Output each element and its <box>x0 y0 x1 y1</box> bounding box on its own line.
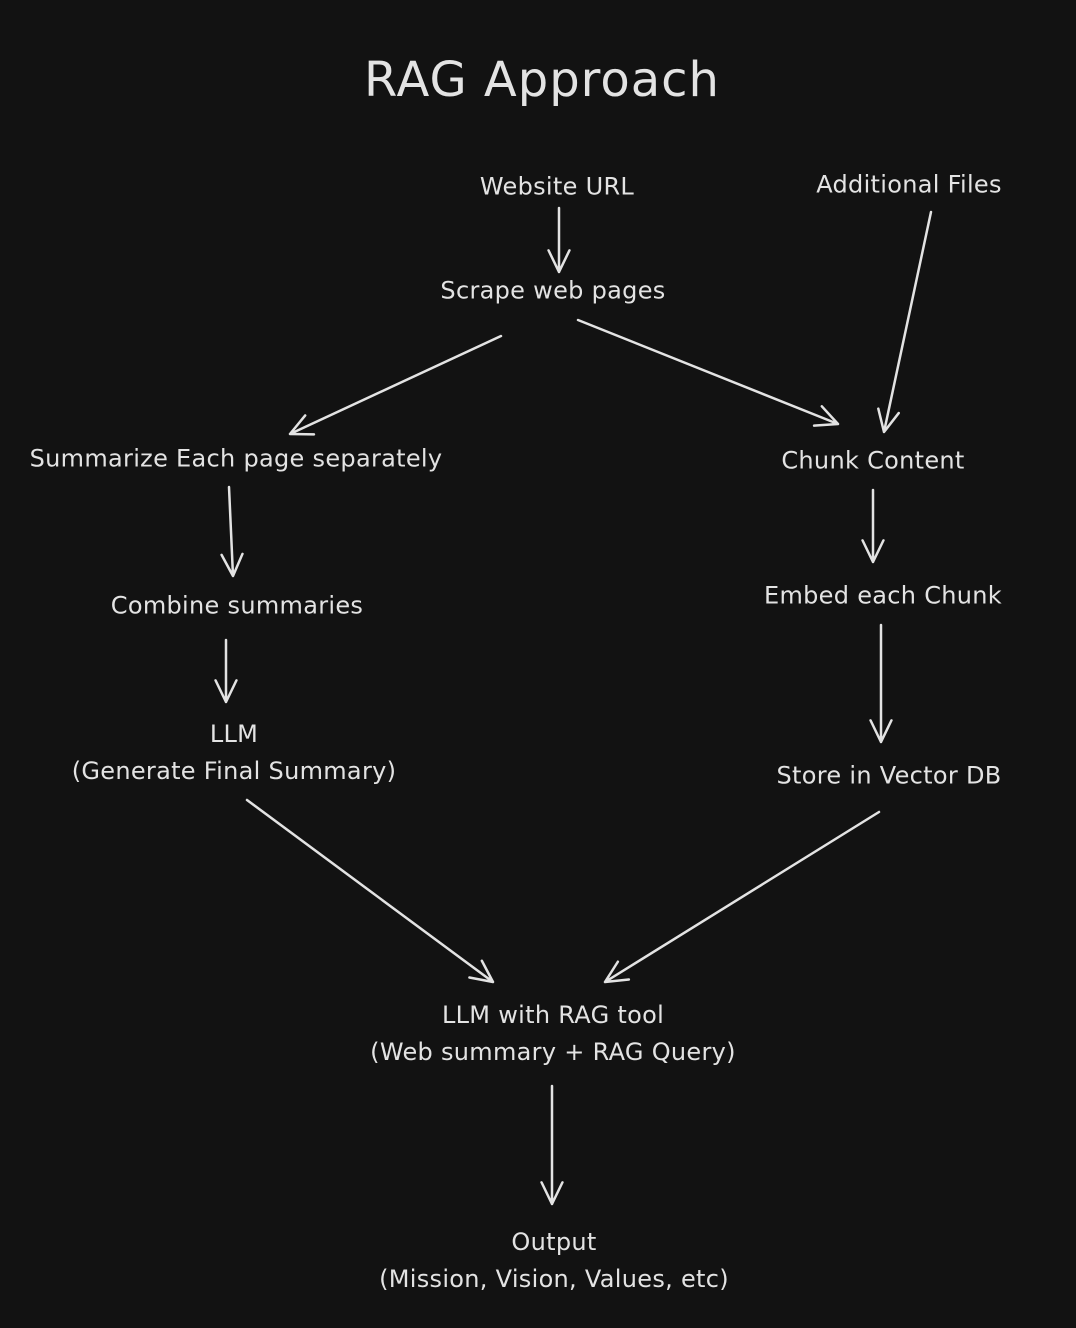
node-rag: LLM with RAG tool (Web summary + RAG Que… <box>370 997 736 1071</box>
arrow-store-to-rag <box>603 810 881 984</box>
node-store: Store in Vector DB <box>776 761 1002 790</box>
arrow-chunk-to-embed <box>861 488 885 564</box>
node-llm-line2: (Generate Final Summary) <box>71 757 397 785</box>
arrow-embed-to-store <box>869 623 893 744</box>
node-embed: Embed each Chunk <box>763 581 1003 610</box>
node-output-line2: (Mission, Vision, Values, etc) <box>379 1265 729 1293</box>
arrow-summarize-to-combine <box>220 485 244 578</box>
node-additional-files: Additional Files <box>816 170 1002 199</box>
node-rag-line2: (Web summary + RAG Query) <box>370 1038 736 1066</box>
node-chunk: Chunk Content <box>781 446 965 475</box>
node-scrape: Scrape web pages <box>440 276 666 305</box>
node-summarize: Summarize Each page separately <box>29 444 443 473</box>
arrow-website_url-to-scrape <box>547 206 571 274</box>
arrow-scrape-to-summarize <box>288 334 503 436</box>
node-combine: Combine summaries <box>110 591 364 620</box>
arrow-llm-to-rag <box>245 798 495 984</box>
node-rag-line1: LLM with RAG tool <box>441 1001 665 1029</box>
arrow-combine-to-llm <box>214 638 238 704</box>
arrow-additional_files-to-chunk <box>877 210 933 434</box>
node-output: Output (Mission, Vision, Values, etc) <box>379 1224 729 1298</box>
arrow-scrape-to-chunk <box>576 318 840 427</box>
diagram-title: RAG Approach <box>364 52 720 108</box>
node-website-url: Website URL <box>479 172 635 201</box>
node-llm: LLM (Generate Final Summary) <box>72 716 397 790</box>
arrow-rag-to-output <box>540 1084 564 1206</box>
node-output-line1: Output <box>511 1228 597 1256</box>
node-llm-line1: LLM <box>209 720 259 748</box>
